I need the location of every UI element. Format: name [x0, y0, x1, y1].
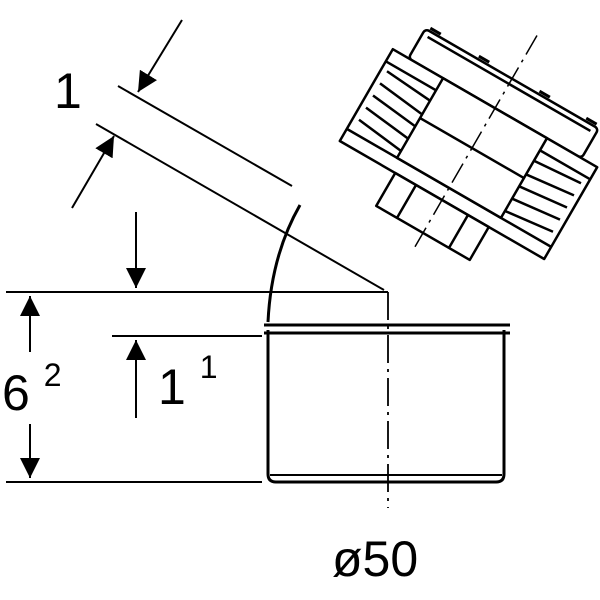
offset-dimension-label: 1 — [54, 63, 82, 119]
thread-ribs-right — [504, 159, 582, 233]
diameter-label: ø50 — [332, 531, 418, 587]
thread-ribs-left — [358, 70, 431, 152]
threaded-connector — [338, 26, 599, 262]
socket-height-superscript: 1 — [200, 349, 218, 385]
total-height-superscript: 2 — [44, 357, 62, 393]
total-height-label: 6 2 — [2, 357, 62, 421]
pipe-socket — [264, 323, 510, 484]
socket-height-dimension — [112, 335, 262, 418]
total-height-value: 6 — [2, 365, 30, 421]
cap-teeth — [429, 26, 598, 126]
socket-height-value: 1 — [158, 359, 186, 415]
bend-curve — [266, 204, 302, 323]
connector-center-axis — [411, 35, 538, 253]
socket-height-label: 1 1 — [158, 349, 218, 415]
total-height-dimension — [6, 212, 388, 483]
offset-dimension — [71, 19, 385, 291]
